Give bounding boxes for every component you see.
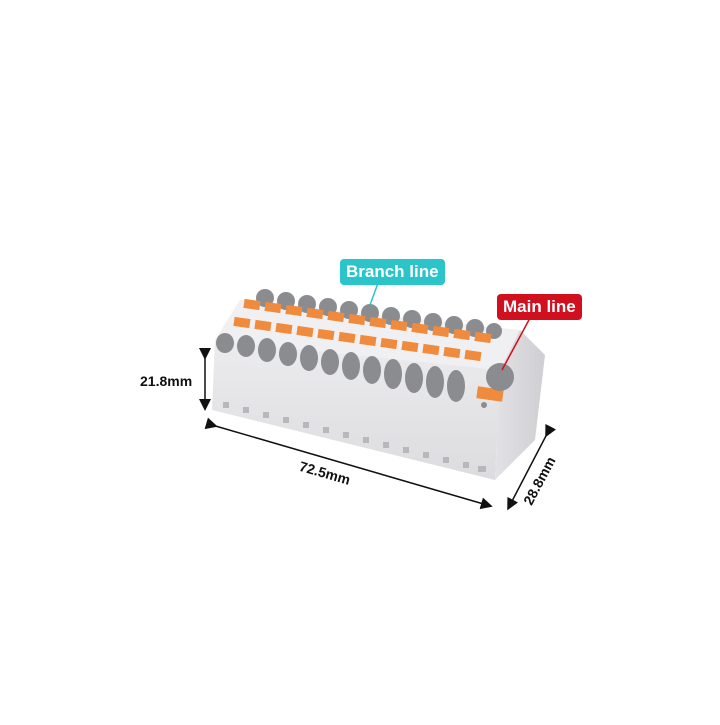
length-arrow — [204, 417, 493, 510]
branch-line-label: Branch line — [340, 259, 445, 285]
height-dimension: 21.8mm — [140, 373, 193, 389]
depth-arrow — [507, 423, 557, 511]
main-line-label: Main line — [497, 294, 582, 320]
back-levers — [243, 298, 492, 344]
top-surface — [215, 300, 520, 370]
main-hole — [486, 363, 514, 391]
front-holes — [216, 333, 514, 408]
